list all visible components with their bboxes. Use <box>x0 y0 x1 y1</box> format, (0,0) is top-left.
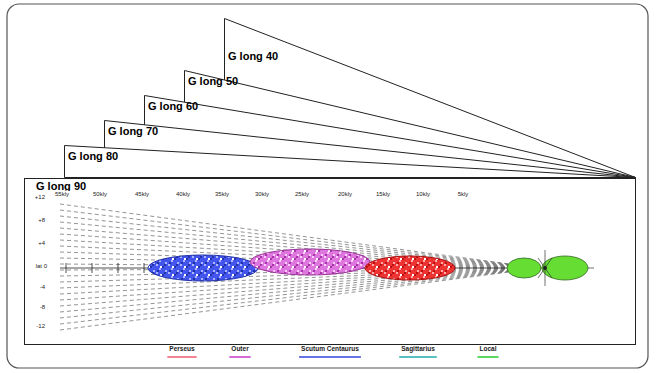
distance-label: 55kly <box>54 191 70 198</box>
latitude-label: +12 <box>34 194 46 201</box>
page-title: G long 40 <box>228 50 278 63</box>
latitude-label: +4 <box>37 240 46 247</box>
latitude-label: lat 0 <box>35 263 48 270</box>
distance-label: 45kly <box>134 191 150 198</box>
legend-text: Outer <box>231 345 248 353</box>
latitude-label: +8 <box>37 217 46 224</box>
distance-label: 15kly <box>375 191 391 198</box>
legend-line <box>167 356 196 358</box>
tick <box>144 263 145 273</box>
tick <box>92 263 93 273</box>
distance-label: 35kly <box>214 191 230 198</box>
distance-label: 40kly <box>175 191 191 198</box>
page-title: G long 80 <box>68 150 118 163</box>
spiral-arm <box>148 255 258 281</box>
page-title: G long 60 <box>148 100 198 113</box>
latitude-label: -4 <box>39 284 46 291</box>
distance-label: 20kly <box>337 191 353 198</box>
legend-line <box>399 356 437 358</box>
tick <box>66 263 67 273</box>
legend-text: Perseus <box>169 345 194 353</box>
sight-line <box>60 268 540 330</box>
distance-label: 50kly <box>92 191 108 198</box>
page-outline <box>64 145 636 178</box>
sight-line <box>60 268 540 324</box>
distance-label: 5kly <box>457 191 470 198</box>
sun-marker <box>507 250 594 286</box>
legend-text: Sagittarius <box>401 345 435 353</box>
distance-label: 25kly <box>294 191 310 198</box>
latitude-label: -8 <box>39 304 46 311</box>
tick <box>118 263 119 273</box>
spiral-arm <box>365 256 455 280</box>
spiral-arm <box>250 249 370 275</box>
distance-label: 30kly <box>254 191 270 198</box>
page-title: G long 70 <box>108 125 158 138</box>
legend-text: Scutum Centaurus <box>301 345 359 353</box>
page-title: G long 50 <box>188 75 238 88</box>
legend-line <box>229 356 250 358</box>
page-sheet: G long 80 <box>64 145 636 178</box>
legend-line <box>478 356 499 358</box>
latitude-label: -12 <box>35 323 46 330</box>
distance-label: 10kly <box>415 191 431 198</box>
legend-text: Local <box>480 345 497 353</box>
legend-line <box>299 356 361 358</box>
sight-line <box>60 268 540 318</box>
